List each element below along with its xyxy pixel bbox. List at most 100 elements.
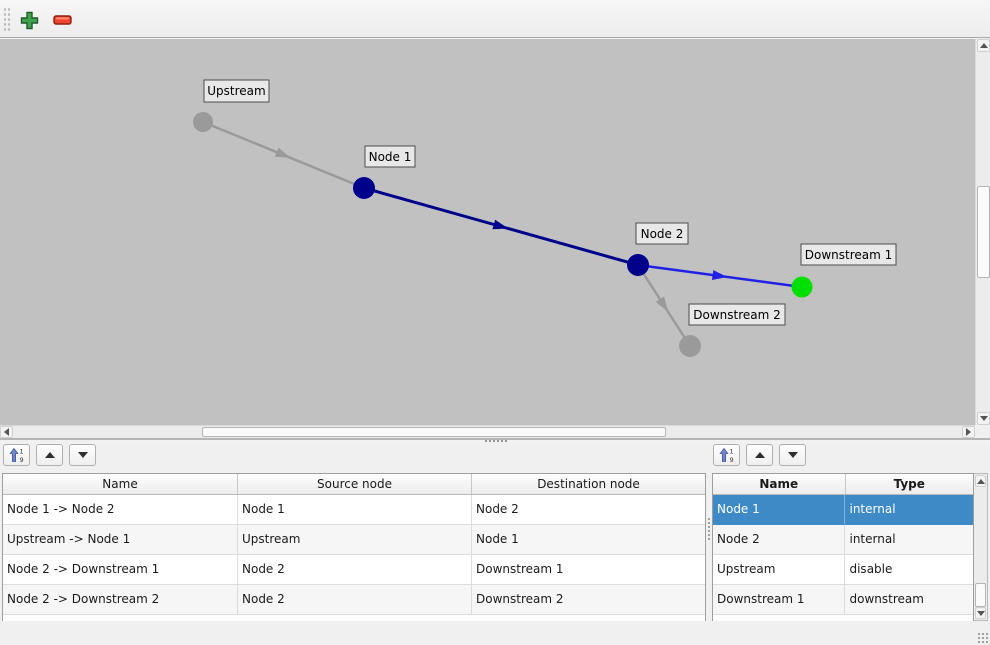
svg-text:1: 1 <box>19 448 23 456</box>
node-label-node2[interactable]: Node 2 <box>635 222 689 245</box>
down-arrow-icon <box>77 452 88 458</box>
window-resize-grip[interactable] <box>977 632 988 643</box>
horizontal-splitter[interactable] <box>0 438 990 444</box>
edge-move-up-button[interactable] <box>36 444 63 466</box>
arrowhead-icon <box>655 296 669 312</box>
node-move-up-button[interactable] <box>746 444 773 466</box>
column-header-type[interactable]: Type <box>893 477 925 491</box>
node-node2[interactable] <box>627 254 649 276</box>
up-arrow-icon <box>754 452 765 458</box>
edge-table: Name Source node Destination node Node 1… <box>2 473 706 621</box>
column-header-destination-node[interactable]: Destination node <box>537 477 640 491</box>
node-downstream2[interactable] <box>679 335 701 357</box>
scrollbar-corner <box>975 425 990 438</box>
cell-destination: Downstream 1 <box>472 555 705 585</box>
up-arrow-icon <box>44 452 55 458</box>
node-sort-button[interactable]: 1 9 <box>713 444 740 466</box>
svg-text:Upstream: Upstream <box>207 84 265 98</box>
node-label-node1[interactable]: Node 1 <box>364 145 416 168</box>
node-move-down-button[interactable] <box>779 444 806 466</box>
node-upstream[interactable] <box>193 112 213 132</box>
empty-row-stub <box>3 615 705 621</box>
edge-table-toolbar: 1 9 <box>3 444 96 466</box>
plus-icon <box>20 11 38 29</box>
splitter-handle-dots <box>484 439 508 443</box>
vscroll-thumb[interactable] <box>977 186 990 278</box>
add-button[interactable] <box>16 7 42 33</box>
table-row[interactable]: Node 2 -> Downstream 1 Node 2 Downstream… <box>3 555 705 585</box>
arrowhead-icon <box>274 147 291 158</box>
down-arrow-icon <box>787 452 798 458</box>
cell-name: Upstream -> Node 1 <box>3 525 238 555</box>
minus-icon <box>52 15 72 25</box>
cell-type: internal <box>845 525 973 555</box>
node-label-upstream[interactable]: Upstream <box>203 79 270 103</box>
cell-name: Downstream 1 <box>713 585 846 615</box>
cell-source: Node 1 <box>238 495 472 525</box>
toolbar <box>0 0 990 38</box>
edge-move-down-button[interactable] <box>69 444 96 466</box>
cell-name: Node 1 <box>713 495 846 525</box>
column-header-source-node[interactable]: Source node <box>238 474 472 494</box>
table-row-selected[interactable]: Node 1 internal <box>713 495 973 525</box>
cell-type: disable <box>845 555 973 585</box>
cell-name: Upstream <box>713 555 846 585</box>
canvas-hscrollbar[interactable] <box>0 425 975 438</box>
node-label-downstream2[interactable]: Downstream 2 <box>688 303 786 326</box>
splitter-handle-dots <box>707 517 711 541</box>
table-row[interactable]: Node 2 internal <box>713 525 973 555</box>
toolbar-drag-handle[interactable] <box>3 7 11 32</box>
scroll-down-button[interactable] <box>977 412 990 425</box>
node-table-toolbar: 1 9 <box>713 444 806 466</box>
table-row[interactable]: Upstream -> Node 1 Upstream Node 1 <box>3 525 705 555</box>
vscroll-thumb[interactable] <box>975 583 986 607</box>
cell-type: downstream <box>845 585 973 615</box>
table-row[interactable]: Downstream 1 downstream <box>713 585 973 615</box>
cell-source: Upstream <box>238 525 472 555</box>
svg-text:Node 1: Node 1 <box>369 150 412 164</box>
column-header-name[interactable]: Name <box>713 474 846 494</box>
svg-text:Downstream 2: Downstream 2 <box>693 308 781 322</box>
table-row[interactable]: Node 2 -> Downstream 2 Node 2 Downstream… <box>3 585 705 615</box>
cell-destination: Downstream 2 <box>472 585 705 615</box>
node-label-downstream1[interactable]: Downstream 1 <box>800 243 897 266</box>
svg-text:Node 2: Node 2 <box>641 227 684 241</box>
node-downstream1[interactable] <box>791 276 813 298</box>
svg-text:9: 9 <box>19 456 23 463</box>
cell-name: Node 1 -> Node 2 <box>3 495 238 525</box>
scroll-down-button[interactable] <box>975 607 986 619</box>
cell-name: Node 2 <box>713 525 846 555</box>
cell-destination: Node 2 <box>472 495 705 525</box>
arrowhead-icon <box>711 270 728 280</box>
sort-ascending-icon: 1 9 <box>8 448 23 463</box>
svg-text:Downstream 1: Downstream 1 <box>805 248 893 262</box>
cell-destination: Node 1 <box>472 525 705 555</box>
cell-source: Node 2 <box>238 585 472 615</box>
canvas-vscrollbar[interactable] <box>975 39 990 425</box>
edge-sort-button[interactable]: 1 9 <box>3 444 30 466</box>
scroll-up-button[interactable] <box>975 475 986 487</box>
cell-source: Node 2 <box>238 555 472 585</box>
node-table: Name Type Node 1 internal Node 2 interna… <box>712 473 974 621</box>
arrowhead-icon <box>492 219 509 230</box>
edge-table-header: Name Source node Destination node <box>3 474 705 495</box>
scroll-right-button[interactable] <box>962 426 975 438</box>
cell-type: internal <box>845 495 973 525</box>
graph-canvas[interactable]: Upstream Node 1 Node 2 Downstream 1 Down… <box>0 39 975 425</box>
hscroll-thumb[interactable] <box>202 427 666 437</box>
node-table-vscrollbar[interactable] <box>974 473 988 621</box>
scroll-up-button[interactable] <box>977 39 990 52</box>
empty-row-stub <box>713 615 973 621</box>
svg-text:9: 9 <box>729 456 733 463</box>
remove-button[interactable] <box>49 7 75 33</box>
sort-ascending-icon: 1 9 <box>718 448 733 463</box>
table-row[interactable]: Node 1 -> Node 2 Node 1 Node 2 <box>3 495 705 525</box>
scroll-left-button[interactable] <box>0 426 13 438</box>
vertical-splitter[interactable] <box>706 473 712 621</box>
column-header-name[interactable]: Name <box>3 474 238 494</box>
node-node1[interactable] <box>353 177 375 199</box>
cell-name: Node 2 -> Downstream 1 <box>3 555 238 585</box>
node-table-header: Name Type <box>713 474 973 495</box>
table-row[interactable]: Upstream disable <box>713 555 973 585</box>
